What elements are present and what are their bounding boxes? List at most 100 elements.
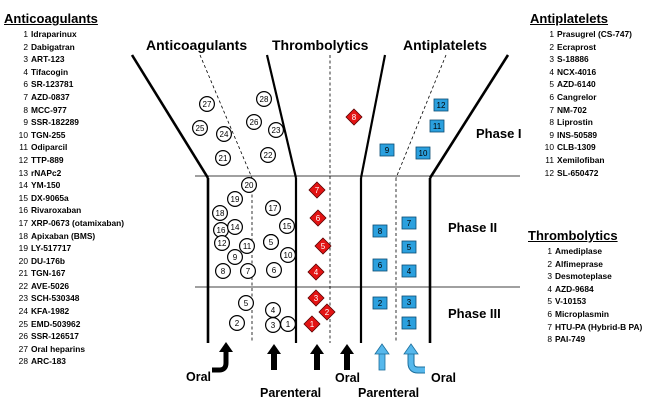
header-anticoagulants: Anticoagulants <box>146 37 247 53</box>
anticoagulants-list-title: Anticoagulants <box>4 11 98 26</box>
list-item-name: AVE-5026 <box>31 280 70 291</box>
anticoagulant-marker: 7 <box>240 263 257 280</box>
list-item-name: KFA-1982 <box>31 306 70 317</box>
list-item-number: 24 <box>18 306 28 317</box>
list-item-number: 5 <box>549 79 554 90</box>
thrombolytic-marker: 1 <box>303 315 321 333</box>
anticoagulant-marker-label: 10 <box>284 251 293 260</box>
list-item-number: 7 <box>547 321 552 332</box>
list-item-name: Ecraprost <box>557 41 597 52</box>
thrombolytic-marker: 8 <box>345 108 363 126</box>
funnel-outline <box>130 54 520 343</box>
antiplatelet-marker: 11 <box>429 119 445 133</box>
thrombolytics-list-title: Thrombolytics <box>528 228 618 243</box>
anticoagulant-marker: 26 <box>246 113 263 130</box>
anticoagulant-marker-label: 5 <box>244 299 249 308</box>
antiplatelet-marker: 4 <box>401 264 417 278</box>
antiplatelet-marker: 6 <box>372 258 388 272</box>
parenteral-mid-arrow-icon <box>310 344 324 370</box>
list-item-name: SSR-126517 <box>31 331 79 342</box>
thrombolytic-marker: 7 <box>308 181 326 199</box>
anticoagulant-marker: 1 <box>280 316 297 333</box>
list-item-number: 9 <box>549 129 554 140</box>
list-item-number: 3 <box>547 271 552 282</box>
antiplatelet-marker: 12 <box>433 98 449 112</box>
anticoagulant-marker: 5 <box>238 295 255 312</box>
anticoagulant-marker-label: 27 <box>203 100 212 109</box>
list-item-name: TTP-889 <box>31 154 64 165</box>
list-item-number: 12 <box>544 167 554 178</box>
antiplatelet-marker-label: 11 <box>433 122 442 131</box>
oral-right-arrow-icon <box>403 343 425 374</box>
antiplatelet-marker-label: 2 <box>378 299 383 308</box>
thrombolytic-marker-label: 1 <box>310 320 315 329</box>
anticoagulant-marker: 9 <box>227 249 244 266</box>
list-item-name: MCC-977 <box>31 104 67 115</box>
anticoagulant-marker: 12 <box>214 235 231 252</box>
list-item-name: Odiparcil <box>31 142 68 153</box>
anticoagulant-marker: 18 <box>212 205 229 222</box>
list-item-name: Desmoteplase <box>555 271 612 282</box>
list-item-number: 25 <box>18 318 28 329</box>
list-item-number: 10 <box>544 142 554 153</box>
antiplatelet-marker: 5 <box>401 240 417 254</box>
list-item-name: Amediplase <box>555 246 603 256</box>
list-item-name: SL-650472 <box>557 167 599 178</box>
anticoagulant-marker-label: 24 <box>220 130 229 139</box>
header-thrombolytics: Thrombolytics <box>272 37 369 53</box>
list-item-number: 1 <box>547 246 552 256</box>
anticoagulant-marker-label: 18 <box>216 209 225 218</box>
anticoagulant-marker: 21 <box>215 150 232 167</box>
anticoagulant-marker: 27 <box>199 95 216 112</box>
list-item-number: 11 <box>19 142 28 153</box>
anticoagulant-marker-label: 26 <box>250 118 259 127</box>
list-item-name: CLB-1309 <box>557 142 596 153</box>
list-item-name: ARC-183 <box>31 356 66 367</box>
list-item-number: 13 <box>18 167 28 178</box>
anticoagulant-marker-label: 28 <box>260 95 269 104</box>
list-item-number: 1 <box>549 29 554 39</box>
thrombolytic-marker-label: 2 <box>325 308 330 317</box>
parenteral-left-arrow-icon <box>267 344 281 370</box>
list-item-name: AZD-0837 <box>31 91 70 102</box>
anticoagulant-marker: 17 <box>265 200 282 217</box>
anticoagulant-marker-label: 16 <box>217 226 226 235</box>
parenteral-right-arrow-icon <box>374 343 390 371</box>
antiplatelet-marker-label: 3 <box>407 298 412 307</box>
thrombolytic-marker-label: 8 <box>352 113 357 122</box>
list-item-number: 8 <box>547 334 552 345</box>
list-item-number: 4 <box>547 283 552 294</box>
list-item-number: 12 <box>18 154 28 165</box>
anticoagulant-marker: 15 <box>279 218 296 235</box>
anticoagulant-marker-label: 19 <box>231 195 240 204</box>
antiplatelet-marker-label: 1 <box>407 319 412 328</box>
anticoagulant-marker: 11 <box>239 238 256 255</box>
list-item-name: NM-702 <box>557 104 587 115</box>
list-item-name: INS-50589 <box>557 129 598 140</box>
thrombolytic-marker-label: 7 <box>315 186 320 195</box>
list-item-name: HTU-PA (Hybrid-B PA) <box>555 321 643 332</box>
thrombolytic-marker-label: 5 <box>321 242 326 251</box>
